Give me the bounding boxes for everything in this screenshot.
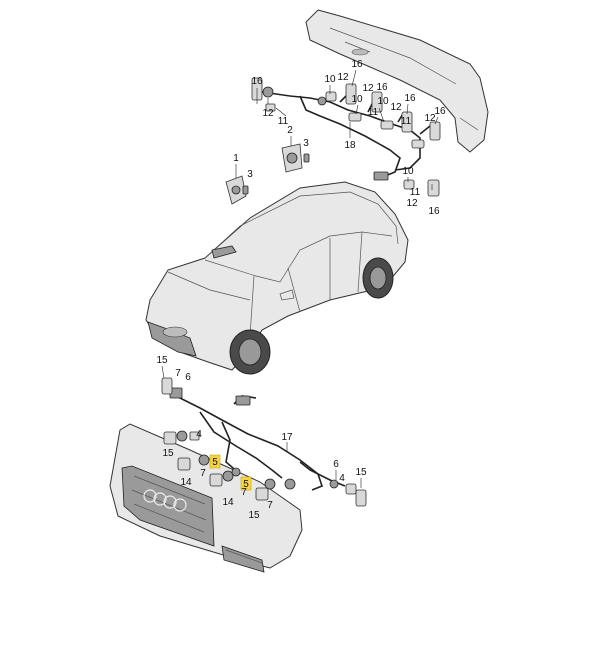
callout-label: 15 [162, 448, 174, 459]
callout-label: 2 [287, 125, 293, 136]
callout-label: 16 [376, 82, 388, 93]
callout-label: 15 [248, 510, 260, 521]
callout-label: 16 [434, 106, 446, 117]
callout-label: 3 [247, 169, 253, 180]
callout-labels: 16 12 11 10 12 16 10 12 11 16 12 10 11 1… [156, 59, 446, 521]
callout-label: 10 [377, 96, 389, 107]
callout-label: 16 [351, 59, 363, 70]
callout-label: 10 [351, 94, 363, 105]
callout-label: 5 [212, 457, 218, 468]
front-bumper-cover [109, 423, 303, 573]
callout-label: 12 [362, 83, 374, 94]
callout-label: 12 [390, 102, 402, 113]
callout-label: 10 [324, 74, 336, 85]
callout-label: 14 [222, 497, 234, 508]
rear-bumper-cover [305, 9, 489, 153]
vehicle-body [145, 181, 409, 375]
callout-label: 16 [428, 206, 440, 217]
callout-label: 7 [267, 500, 273, 511]
callout-label: 6 [333, 459, 339, 470]
callout-label: 16 [251, 76, 263, 87]
callout-label: 12 [406, 198, 418, 209]
callout-highlight [240, 476, 252, 491]
callout-label: 16 [404, 93, 416, 104]
callout-label: 18 [344, 140, 356, 151]
callout-label: 12 [424, 113, 436, 124]
control-unit-parts [225, 143, 310, 205]
callout-label: 7 [241, 487, 247, 498]
callout-label: 15 [156, 355, 168, 366]
callout-label: 4 [196, 429, 202, 440]
callout-label: 11 [401, 116, 412, 127]
callout-label: 12 [337, 72, 349, 83]
front-sensor-parts [161, 377, 367, 507]
callout-label: 5 [243, 479, 249, 490]
callout-highlight [209, 454, 221, 469]
callout-label: 3 [303, 138, 309, 149]
callout-label: 12 [262, 108, 274, 119]
rear-wiring-harness [261, 91, 431, 181]
callout-label: 11 [410, 187, 421, 198]
callout-leaders [161, 69, 439, 488]
callout-label: 10 [402, 166, 414, 177]
callout-label: 14 [180, 477, 192, 488]
callout-label: 7 [200, 468, 206, 479]
callout-label: 4 [339, 473, 345, 484]
callout-label: 17 [281, 432, 293, 443]
callout-label: 6 [185, 372, 191, 383]
callout-label: 11 [278, 116, 289, 127]
callout-label: 11 [368, 107, 379, 118]
callout-label: 1 [233, 153, 239, 164]
callout-label: 15 [355, 467, 367, 478]
callout-label: 7 [175, 368, 181, 379]
